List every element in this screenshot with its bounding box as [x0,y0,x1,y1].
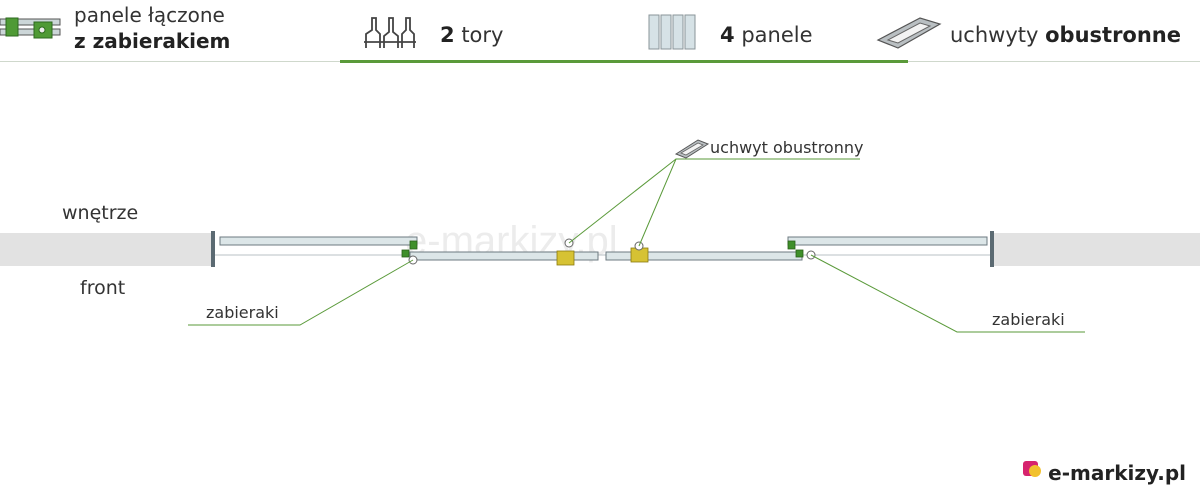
feature-panels: 4 panele [648,14,813,55]
logo-mark-icon [1022,459,1044,486]
panels-label: panele [741,22,813,47]
handle-icon [876,14,942,55]
panel-outer-left [409,251,599,261]
leader-handle-left [568,158,677,244]
label-inside: wnętrze [62,202,138,224]
label-front: front [80,277,125,299]
label-catch-right: zabieraki [992,310,1065,329]
feature-header: panele łączone z zabierakiem 2 tory 4 pa… [0,0,1200,64]
feature-coupled-text-plain: panele łączone [74,3,225,27]
catch-right-outer [795,249,804,258]
handles-label: uchwyty [950,22,1039,47]
handles-type: obustronne [1045,22,1181,47]
header-accent-bar [340,60,908,63]
sliding-door-diagram: e-markizy.pl [0,64,1200,500]
tracks-label: tory [461,22,504,47]
tracks-icon [362,14,418,55]
logo-text: e-markizy.pl [1048,460,1186,485]
frame-post-right [990,231,994,267]
wall-left [0,233,212,266]
catch-left-outer [401,249,410,258]
tracks-count: 2 [440,22,455,47]
feature-tracks: 2 tory [362,14,503,55]
label-catch-left: zabieraki [206,303,279,322]
feature-handles: uchwyty obustronne [876,14,1181,55]
catch-right-inner [787,240,796,250]
handle-left-panel [556,250,575,266]
coupled-panels-icon [0,4,62,53]
feature-coupled-text-bold: z zabierakiem [74,29,231,53]
handle-callout-icon [674,139,710,159]
feature-coupled-panels: panele łączone z zabierakiem [0,2,230,54]
panels-icon [648,14,698,55]
frame-post-left [211,231,215,267]
panel-inner-right [787,236,988,246]
wall-right [994,233,1200,266]
leader-catch-right [810,254,1085,333]
leader-catch-left [188,259,414,326]
label-handle: uchwyt obustronny [710,138,863,157]
panel-inner-left [219,236,418,246]
leader-handle-right [638,158,860,247]
catch-left-inner [409,240,418,250]
panels-count: 4 [720,22,735,47]
brand-logo[interactable]: e-markizy.pl [1022,459,1186,486]
